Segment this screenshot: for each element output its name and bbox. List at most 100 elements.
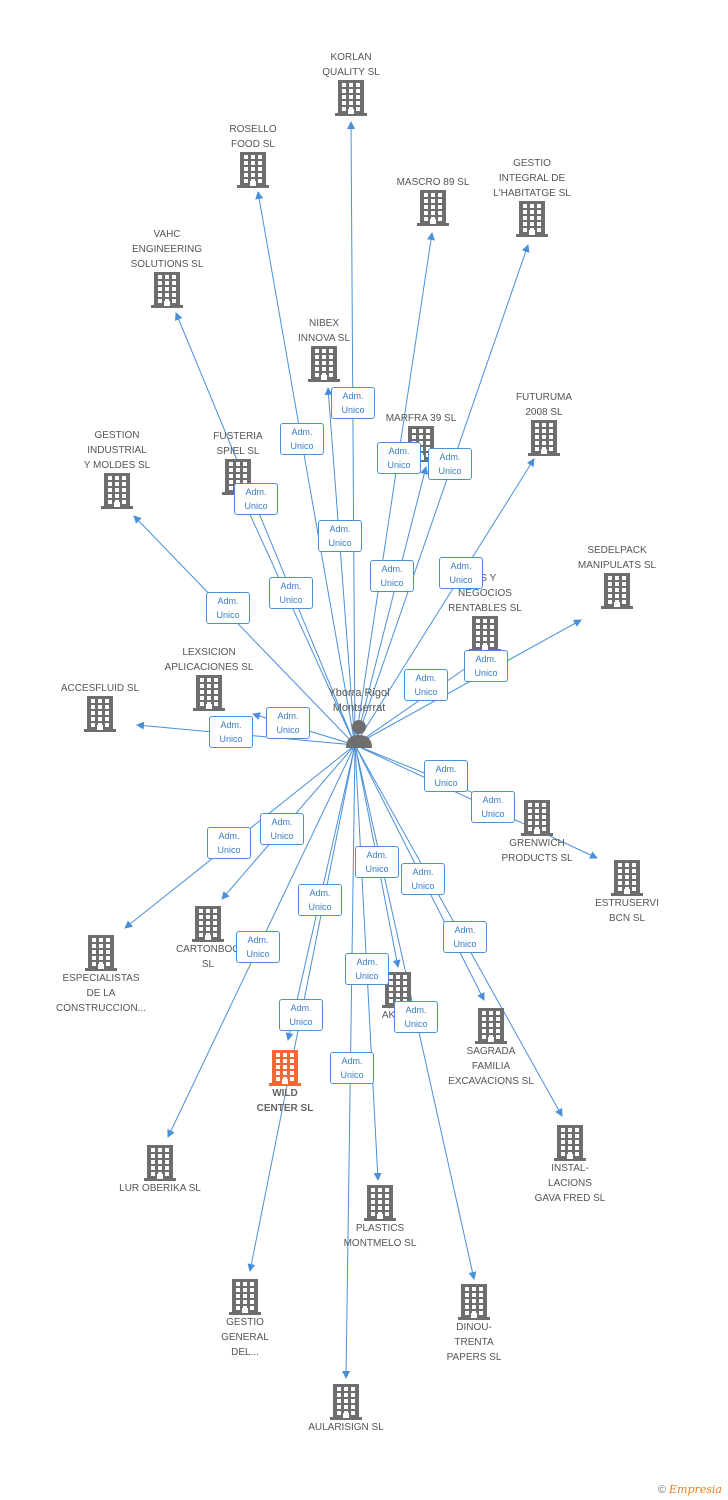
building-icon — [237, 152, 269, 188]
relation-line2: Unico — [290, 441, 314, 451]
center-person-node[interactable]: Yborra Rigol Montserrat — [284, 686, 434, 748]
company-node-mascro[interactable]: MASCRO 89 SL — [363, 175, 503, 226]
building-icon — [269, 1050, 301, 1086]
relation-line2: Unico — [341, 405, 365, 415]
building-icon — [516, 201, 548, 237]
relation-badge-gestio-integral[interactable]: Adm.Unico — [428, 448, 472, 480]
relation-line2: Unico — [438, 466, 462, 476]
edge-vahc — [174, 312, 356, 746]
relation-badge-especialistas[interactable]: Adm. Unico — [260, 813, 304, 845]
relation-line2: Unico — [414, 687, 438, 697]
building-icon — [611, 860, 643, 896]
relation-line2: Unico — [404, 1019, 428, 1029]
relation-badge-ideas[interactable]: Adm. Unico — [464, 650, 508, 682]
relation-line2: Unico — [474, 668, 498, 678]
edge-marfra — [354, 466, 429, 746]
relation-badge-nibex[interactable]: Adm. Unico — [318, 520, 362, 552]
company-label: PLASTICS MONTMELO SL — [343, 1223, 417, 1249]
company-label: DINOU- TRENTA PAPERS SL — [446, 1322, 502, 1363]
company-node-estruservi[interactable]: ESTRUSERVI BCN SL — [557, 860, 697, 926]
relation-line1: Adm. — [271, 817, 293, 827]
relation-badge-estruservi[interactable]: Adm.Unico — [471, 791, 515, 823]
relation-badge-korlan[interactable]: Adm. Unico — [331, 387, 375, 419]
relation-line1: Adm. — [381, 564, 403, 574]
building-icon — [554, 1125, 586, 1161]
company-node-ideas[interactable]: AS Y NEGOCIOS RENTABLES SL — [415, 571, 555, 652]
company-label: SEDELPACK MANIPULATS SL — [577, 545, 657, 571]
company-node-dinou[interactable]: DINOU- TRENTA PAPERS SL — [404, 1284, 544, 1365]
company-node-plastics[interactable]: PLASTICS MONTMELO SL — [310, 1185, 450, 1251]
relation-badge-accesfluid[interactable]: Adm.Unico — [209, 716, 253, 748]
relation-badge-akoi[interactable]: Adm.Unico — [355, 846, 399, 878]
company-node-accesfluid[interactable]: ACCESFLUID SL — [30, 681, 170, 732]
company-node-aularisign[interactable]: AULARISIGN SL — [276, 1384, 416, 1435]
relation-badge-wild[interactable]: Adm.Unico — [298, 884, 342, 916]
relation-line1: Adm. — [342, 391, 364, 401]
company-node-sedelpack[interactable]: SEDELPACK MANIPULATS SL — [547, 543, 687, 609]
company-node-gestio-integral[interactable]: GESTIO INTEGRAL DE L'HABITATGE SL — [462, 156, 602, 237]
relation-badge-fusteria[interactable]: Adm.Unico — [206, 592, 250, 624]
company-label: FUTURUMA 2008 SL — [515, 392, 573, 418]
relation-badge-mascro[interactable]: Adm.Unico — [377, 442, 421, 474]
relation-badge-vahc[interactable]: Adm.Unico — [234, 483, 278, 515]
building-icon — [330, 1384, 362, 1420]
relation-badge-aularisign[interactable]: Adm.Unico — [330, 1052, 374, 1084]
relation-line1: Adm. — [388, 446, 410, 456]
company-node-futuruma[interactable]: FUTURUMA 2008 SL — [474, 390, 614, 456]
company-node-gestion-industrial[interactable]: GESTION INDUSTRIAL Y MOLDES SL — [47, 428, 187, 509]
relation-line2: Unico — [380, 578, 404, 588]
relation-line2: Unico — [308, 902, 332, 912]
company-label: VAHC ENGINEERING SOLUTIONS SL — [130, 229, 204, 270]
relation-line2: Unico — [328, 538, 352, 548]
relation-badge-dinou[interactable]: Adm.Unico — [279, 999, 323, 1031]
relation-line2: Unico — [279, 595, 303, 605]
relation-badge-futuruma[interactable]: Adm.Unico — [439, 557, 483, 589]
company-label: MARFRA 39 SL — [385, 413, 457, 424]
relation-line2: Unico — [434, 778, 458, 788]
company-label: GESTION INDUSTRIAL Y MOLDES SL — [83, 430, 151, 471]
relation-badge-gestion-industrial[interactable]: Adm.Unico — [269, 577, 313, 609]
relation-badge-lur[interactable]: Adm.Unico — [236, 931, 280, 963]
company-node-wild[interactable]: WILD CENTER SL — [215, 1050, 355, 1116]
company-node-sagrada[interactable]: SAGRADA FAMILIA EXCAVACIONS SL — [421, 1008, 561, 1089]
company-label: ESTRUSERVI BCN SL — [595, 898, 659, 924]
company-node-korlan[interactable]: KORLAN QUALITY SL — [281, 50, 421, 116]
relation-badge-instal[interactable]: Adm.Unico — [443, 921, 487, 953]
company-node-grenwich[interactable]: GRENWICH PRODUCTS SL — [467, 800, 607, 866]
relation-badge-grenwich[interactable]: Adm.Unico — [424, 760, 468, 792]
relation-badge-cartonboo[interactable]: Adm.Unico — [207, 827, 251, 859]
relation-badge-plastics[interactable]: Adm.Unico — [345, 953, 389, 985]
relation-badge-gestio-general[interactable]: Adm.Unico — [394, 1001, 438, 1033]
company-label: FUSTERIA SPIEL SL — [213, 431, 263, 457]
company-node-lexsicion[interactable]: LEXSICION APLICACIONES SL — [139, 645, 279, 711]
copyright-symbol: © — [657, 1484, 666, 1496]
relation-line1: Adm. — [475, 654, 497, 664]
company-node-cartonboo[interactable]: CARTONBOO SL — [138, 906, 278, 972]
building-icon — [417, 190, 449, 226]
company-node-gestio-general[interactable]: GESTIO GENERAL DEL... — [175, 1279, 315, 1360]
company-node-lur[interactable]: LUR OBERIKA SL — [90, 1145, 230, 1196]
company-node-instal[interactable]: INSTAL- LACIONS GAVA FRED SL — [500, 1125, 640, 1206]
edge-korlan — [347, 121, 356, 746]
relation-badge-lexsicion[interactable]: Adm.Unico — [266, 707, 310, 739]
relation-line2: Unico — [270, 831, 294, 841]
company-label: AS Y NEGOCIOS RENTABLES SL — [448, 573, 522, 614]
company-label: GESTIO GENERAL DEL... — [221, 1317, 269, 1358]
company-label: ROSELLO FOOD SL — [229, 124, 277, 150]
relation-line2: Unico — [244, 501, 268, 511]
company-node-rosello[interactable]: ROSELLO FOOD SL — [183, 122, 323, 188]
company-node-nibex[interactable]: NIBEX INNOVA SL — [254, 316, 394, 382]
building-icon — [101, 473, 133, 509]
relation-badge-marfra[interactable]: Adm. Unico — [370, 560, 414, 592]
relation-badge-rosello[interactable]: Adm.Unico — [280, 423, 324, 455]
company-node-especialistas[interactable]: ESPECIALISTAS DE LA CONSTRUCCION... — [31, 935, 171, 1016]
company-node-vahc[interactable]: VAHC ENGINEERING SOLUTIONS SL — [97, 227, 237, 308]
relation-line2: Unico — [453, 939, 477, 949]
relation-badge-sagrada[interactable]: Adm.Unico — [401, 863, 445, 895]
company-label: LUR OBERIKA SL — [119, 1183, 201, 1194]
building-icon — [528, 420, 560, 456]
relation-line1: Adm. — [329, 524, 351, 534]
relation-line1: Adm. — [482, 795, 504, 805]
relation-badge-sedelpack[interactable]: Adm.Unico — [404, 669, 448, 701]
company-label: NIBEX INNOVA SL — [297, 318, 351, 344]
